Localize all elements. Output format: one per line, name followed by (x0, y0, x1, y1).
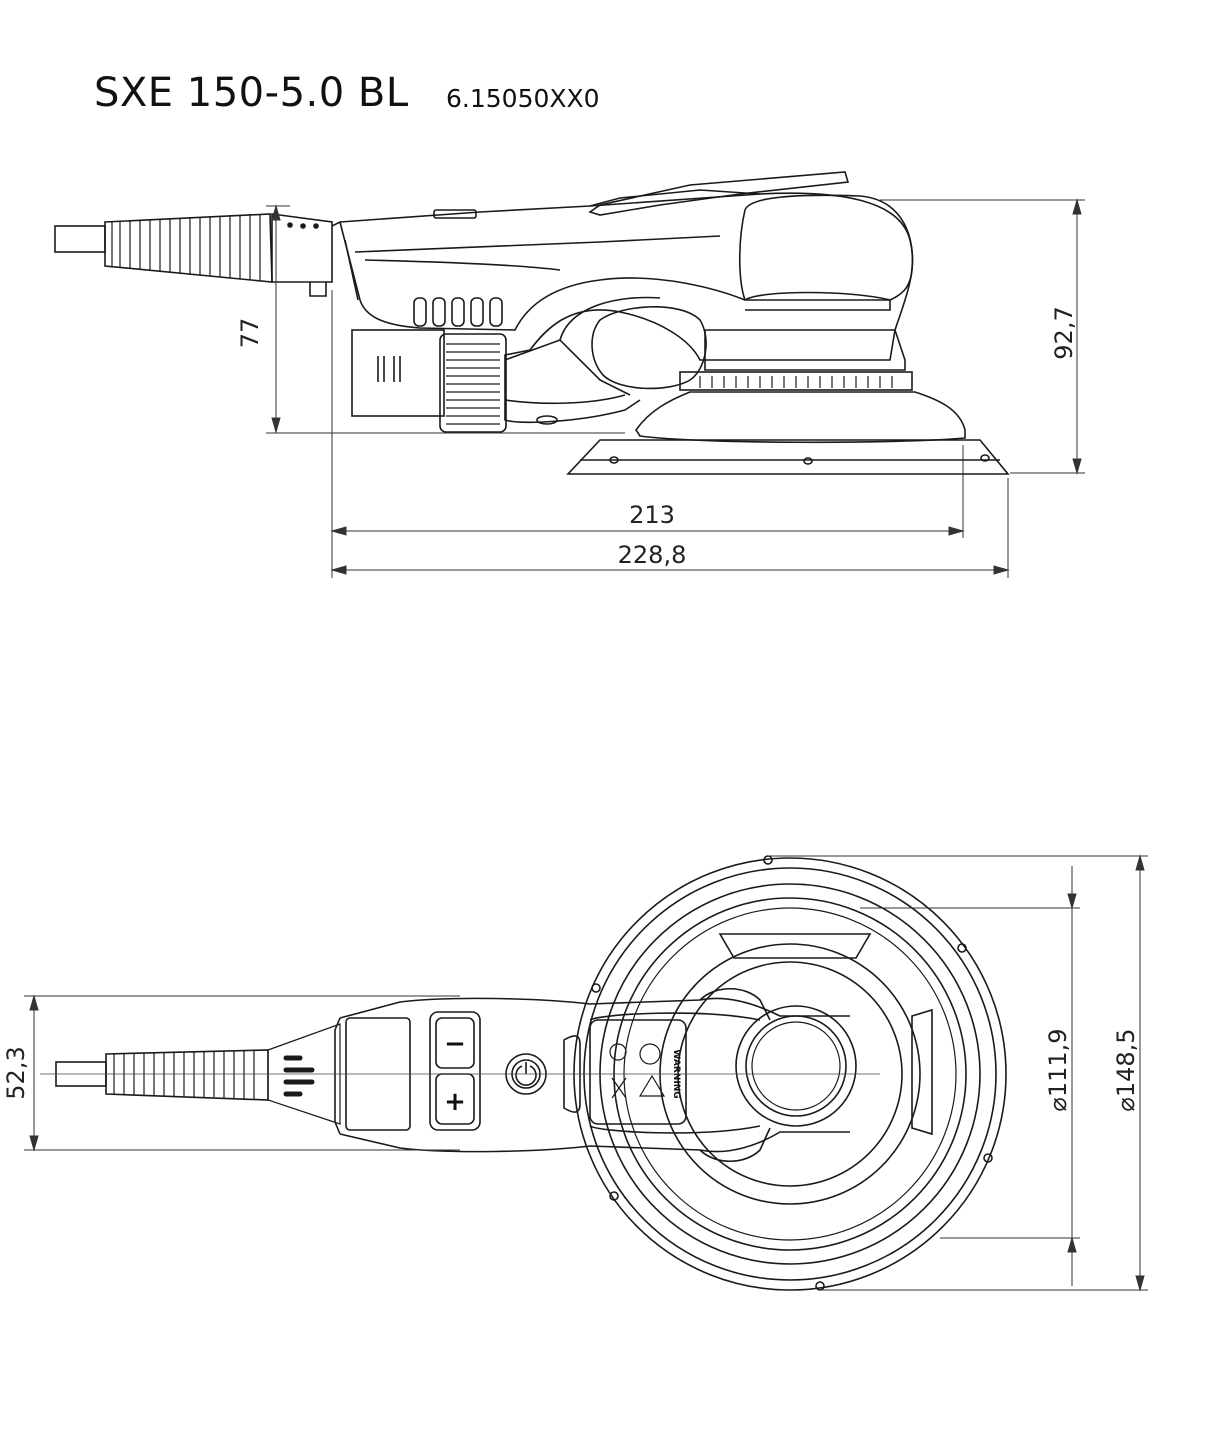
dim-height-total: 92,7 (1050, 306, 1078, 359)
dim-diam-outer: ⌀148,5 (1112, 1028, 1140, 1111)
minus-button-label: − (444, 1029, 466, 1059)
top-dimensions (24, 854, 1148, 1292)
model-code: 6.15050XX0 (446, 84, 600, 113)
plus-button-label: + (444, 1087, 466, 1117)
model-title: SXE 150-5.0 BL (94, 70, 409, 116)
dim-length-2: 228,8 (618, 541, 687, 569)
top-handle (267, 988, 850, 1162)
side-control-box (351, 329, 507, 433)
dim-length-1: 213 (629, 501, 675, 529)
top-motor-hub (735, 1005, 857, 1127)
side-sanding-pad (566, 329, 1010, 475)
side-cable (54, 213, 273, 283)
dim-diam-inner: ⌀111,9 (1044, 1028, 1072, 1111)
top-view: − + WARNING (2, 854, 1148, 1292)
top-sanding-pad (573, 855, 1007, 1291)
side-view: 77 92,7 213 228,8 (54, 171, 1085, 578)
dim-width: 52,3 (2, 1046, 30, 1099)
vent-slots (413, 297, 503, 327)
dim-height-handle: 77 (236, 318, 264, 349)
top-cable (55, 1049, 269, 1101)
side-body (331, 171, 914, 425)
side-dimensions (266, 198, 1085, 578)
